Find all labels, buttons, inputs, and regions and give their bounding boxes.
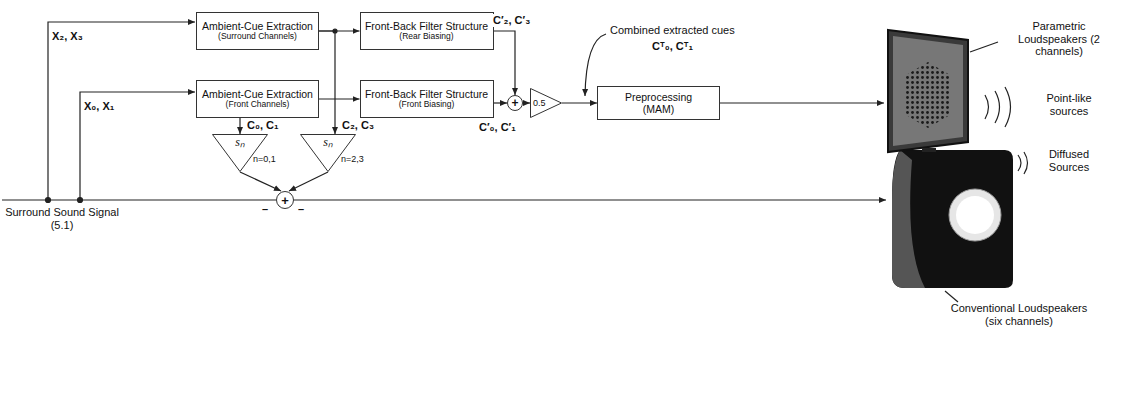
- gain-triangle: sₙn=0,1: [212, 134, 268, 172]
- conventional-loudspeaker: [892, 150, 1013, 288]
- signal-name: X₂, X₃: [52, 30, 83, 43]
- connector: [494, 102, 508, 103]
- minus-sign: –: [298, 203, 304, 216]
- sound-waves: [945, 42, 1028, 302]
- node-text: Ambient-Cue Extraction: [202, 20, 313, 32]
- process-box: Front-Back Filter Structure(Rear Biasing…: [360, 12, 494, 50]
- node-text: Front-Back Filter Structure: [365, 88, 488, 100]
- connector: [319, 31, 335, 134]
- connector: [239, 118, 240, 134]
- triangle-shape: [531, 89, 562, 118]
- callout-label: Parametric Loudspeakers (2 channels): [1000, 20, 1118, 58]
- signal-name: X₀, X₁: [84, 100, 114, 113]
- triangle-shape: [301, 135, 356, 172]
- callout-label: Combined extracted cues: [610, 24, 735, 37]
- node-subtext: n=2,3: [341, 154, 364, 164]
- callout-label: Conventional Loudspeakers (six channels): [944, 302, 1094, 327]
- node-subtext: (Surround Channels): [218, 32, 297, 42]
- signal-name: C₂, C₃: [341, 119, 375, 132]
- node-text: sₙ: [212, 136, 268, 150]
- node-text: Front-Back Filter Structure: [365, 20, 488, 32]
- process-box: Ambient-Cue Extraction(Front Channels): [196, 80, 319, 118]
- callout-label: Diffused Sources: [1036, 148, 1102, 173]
- summing-junction: +: [507, 95, 523, 111]
- process-box: Ambient-Cue Extraction(Surround Channels…: [196, 12, 319, 50]
- node-subtext: (Front Biasing): [399, 100, 455, 110]
- connector: [562, 102, 597, 103]
- connector: [494, 31, 516, 95]
- process-box: Preprocessing (MAM): [597, 86, 720, 120]
- signal-name: C₀, C₁: [246, 119, 280, 132]
- node-text: +: [511, 97, 518, 109]
- connector: [319, 98, 360, 99]
- gain-triangle: 0.5: [530, 88, 562, 118]
- gain-triangle: sₙn=2,3: [300, 134, 356, 172]
- connector: [240, 172, 281, 191]
- node-text: sₙ: [300, 136, 356, 150]
- signal-name: Cᵀ₀, Cᵀ₁: [652, 40, 693, 53]
- node-text: 0.5: [533, 98, 546, 108]
- input-label: Surround Sound Signal (5.1): [2, 206, 122, 231]
- signal-name: C′₂, C′₃: [492, 14, 531, 27]
- parametric-loudspeaker: [888, 30, 968, 152]
- node-subtext: (Rear Biasing): [399, 32, 453, 42]
- minus-sign: –: [262, 203, 268, 216]
- node-text: Preprocessing (MAM): [619, 91, 699, 115]
- node-subtext: n=0,1: [253, 154, 276, 164]
- node-text: +: [281, 194, 289, 207]
- connector: [289, 172, 328, 191]
- process-box: Front-Back Filter Structure(Front Biasin…: [360, 80, 494, 118]
- connector: [523, 102, 530, 103]
- callout-label: Point-like sources: [1034, 92, 1104, 117]
- signal-name: C′₀, C′₁: [478, 121, 517, 134]
- triangle-shape: [213, 135, 268, 172]
- node-text: Ambient-Cue Extraction: [202, 88, 313, 100]
- summing-junction: +: [276, 191, 294, 209]
- node-subtext: (Front Channels): [226, 100, 290, 110]
